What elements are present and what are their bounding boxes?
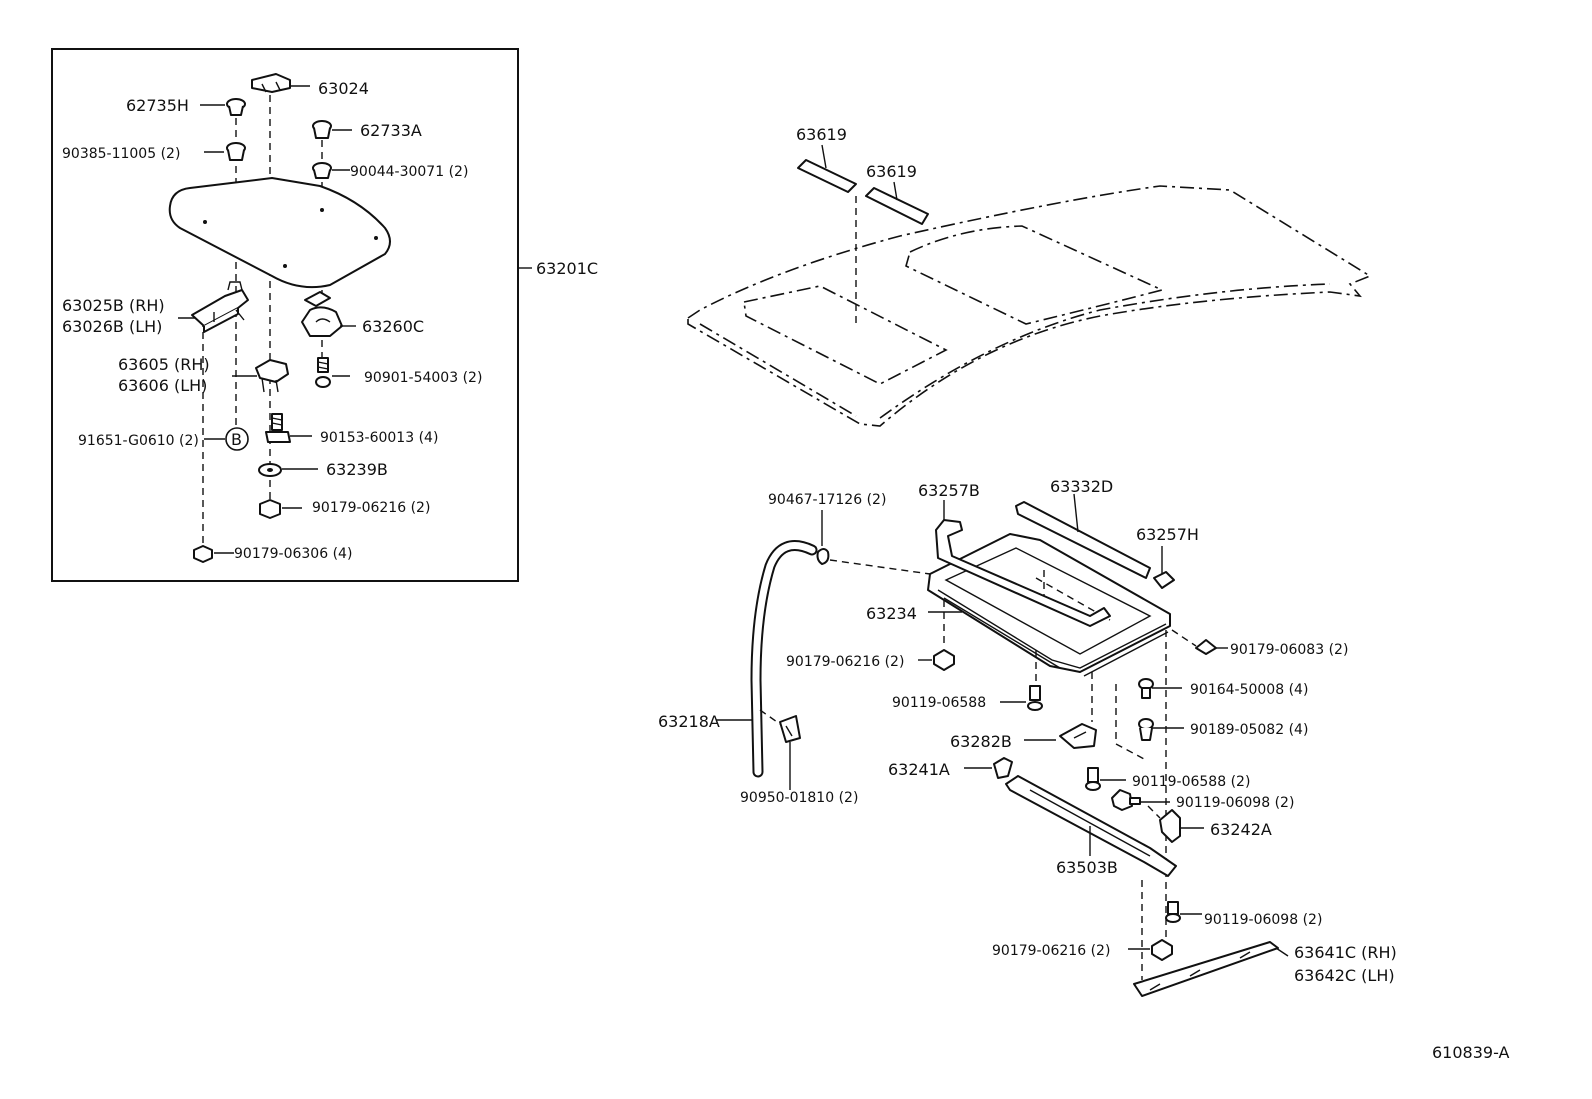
label-90467-17126: 90467-17126 (2) [768, 492, 886, 508]
label-90901-54003: 90901-54003 (2) [364, 370, 482, 386]
label-63239B: 63239B [326, 460, 388, 479]
part-63025B-63026B-bracket [191, 281, 249, 333]
label-63257H: 63257H [1136, 525, 1199, 544]
label-90385-11005: 90385-11005 (2) [62, 146, 180, 162]
glass-assembly-inset-frame [51, 48, 519, 582]
part-63641C-63642C-plate [1133, 941, 1279, 997]
part-63619-strip-b [865, 187, 929, 225]
label-63218A: 63218A [658, 712, 720, 731]
part-90164-screw [1138, 678, 1154, 699]
label-90179-06216-inset: 90179-06216 (2) [312, 500, 430, 516]
label-63641C: 63641C (RH) [1294, 943, 1397, 962]
label-90119-06588-b: 90119-06588 (2) [1132, 774, 1250, 790]
part-90179-06306-nut [193, 545, 213, 563]
part-63282B-bracket [1059, 723, 1097, 749]
hose-guide [829, 559, 931, 575]
marker-b-circle [225, 427, 249, 451]
label-63025B: 63025B (RH) [62, 296, 165, 315]
part-62733A-cushion [312, 120, 332, 139]
label-63201C: 63201C [536, 259, 598, 278]
label-63619-b: 63619 [866, 162, 917, 181]
label-90179-06306: 90179-06306 (4) [234, 546, 352, 562]
part-63024-clip [251, 73, 291, 93]
part-90119-06588-bolt-a [1027, 685, 1043, 711]
label-90164-50008: 90164-50008 (4) [1190, 682, 1308, 698]
label-63503B: 63503B [1056, 858, 1118, 877]
label-63605: 63605 (RH) [118, 355, 210, 374]
label-63606: 63606 (LH) [118, 376, 207, 395]
bracket-guides [1091, 672, 1147, 761]
label-63332D: 63332D [1050, 477, 1113, 496]
part-62735H-cushion [226, 98, 246, 116]
part-63257H-cushion [1153, 571, 1175, 589]
label-90119-06098-b: 90119-06098 (2) [1204, 912, 1322, 928]
label-63642C: 63642C (LH) [1294, 966, 1395, 985]
part-90119-06098-bolt-b [1165, 901, 1181, 923]
part-90385-cushion [226, 142, 246, 161]
label-62733A: 62733A [360, 121, 422, 140]
part-90153-bolt [265, 413, 291, 443]
nut-guide [1171, 629, 1197, 647]
label-62735H: 62735H [126, 96, 189, 115]
label-63257B: 63257B [918, 481, 980, 500]
part-90179-06216-nut-bottom [1151, 939, 1173, 961]
part-90901-bolt [315, 357, 331, 388]
part-90044-cushion [312, 162, 332, 179]
part-63242A-bracket [1159, 809, 1181, 843]
bracket-guide-b [1147, 805, 1161, 819]
grommet-guide [759, 709, 781, 725]
label-90153-60013: 90153-60013 (4) [320, 430, 438, 446]
part-90950-grommet [779, 715, 801, 743]
label-63026B: 63026B (LH) [62, 317, 162, 336]
label-63242A: 63242A [1210, 820, 1272, 839]
part-90119-06098-bolt-a [1111, 789, 1141, 811]
label-90179-06216-housing: 90179-06216 (2) [786, 654, 904, 670]
label-90119-06588-a: 90119-06588 [892, 695, 986, 711]
part-63605-63606-holder [255, 359, 289, 393]
label-90119-06098-a: 90119-06098 (2) [1176, 795, 1294, 811]
part-63260C-bracket [301, 291, 343, 337]
part-90179-06216-nut-housing [933, 649, 955, 671]
part-63257B-drip-channel [935, 519, 1111, 627]
label-63241A: 63241A [888, 760, 950, 779]
part-90179-06083-nut [1195, 639, 1217, 655]
label-90950-01810: 90950-01810 (2) [740, 790, 858, 806]
part-63239B-washer [258, 463, 282, 477]
part-63218A-drain-hose [750, 540, 818, 778]
label-63260C: 63260C [362, 317, 424, 336]
label-63619-a: 63619 [796, 125, 847, 144]
label-90044-30071: 90044-30071 (2) [350, 164, 468, 180]
marker-b-letter: B [231, 430, 242, 449]
part-63241A-bracket [993, 757, 1013, 779]
label-90189-05082: 90189-05082 (4) [1190, 722, 1308, 738]
label-63234: 63234 [866, 604, 917, 623]
part-63503B-reinforcement [1005, 775, 1177, 877]
part-90189-clip [1138, 718, 1154, 741]
part-90179-06216-nut-inset [259, 499, 281, 519]
label-90179-06083: 90179-06083 (2) [1230, 642, 1348, 658]
part-63201C-sunroof-glass [168, 177, 391, 289]
diagram-code: 610839-A [1432, 1043, 1510, 1062]
part-90467-clip [816, 548, 830, 565]
label-63024: 63024 [318, 79, 369, 98]
label-63282B: 63282B [950, 732, 1012, 751]
label-91651-G0610: 91651-G0610 (2) [78, 433, 199, 449]
label-90179-06216-bottom: 90179-06216 (2) [992, 943, 1110, 959]
roof-panel-outline [687, 185, 1372, 427]
part-63619-strip-a [797, 159, 857, 193]
part-63332D-weatherstrip [1015, 501, 1151, 579]
part-90119-06588-bolt-b [1085, 767, 1101, 791]
